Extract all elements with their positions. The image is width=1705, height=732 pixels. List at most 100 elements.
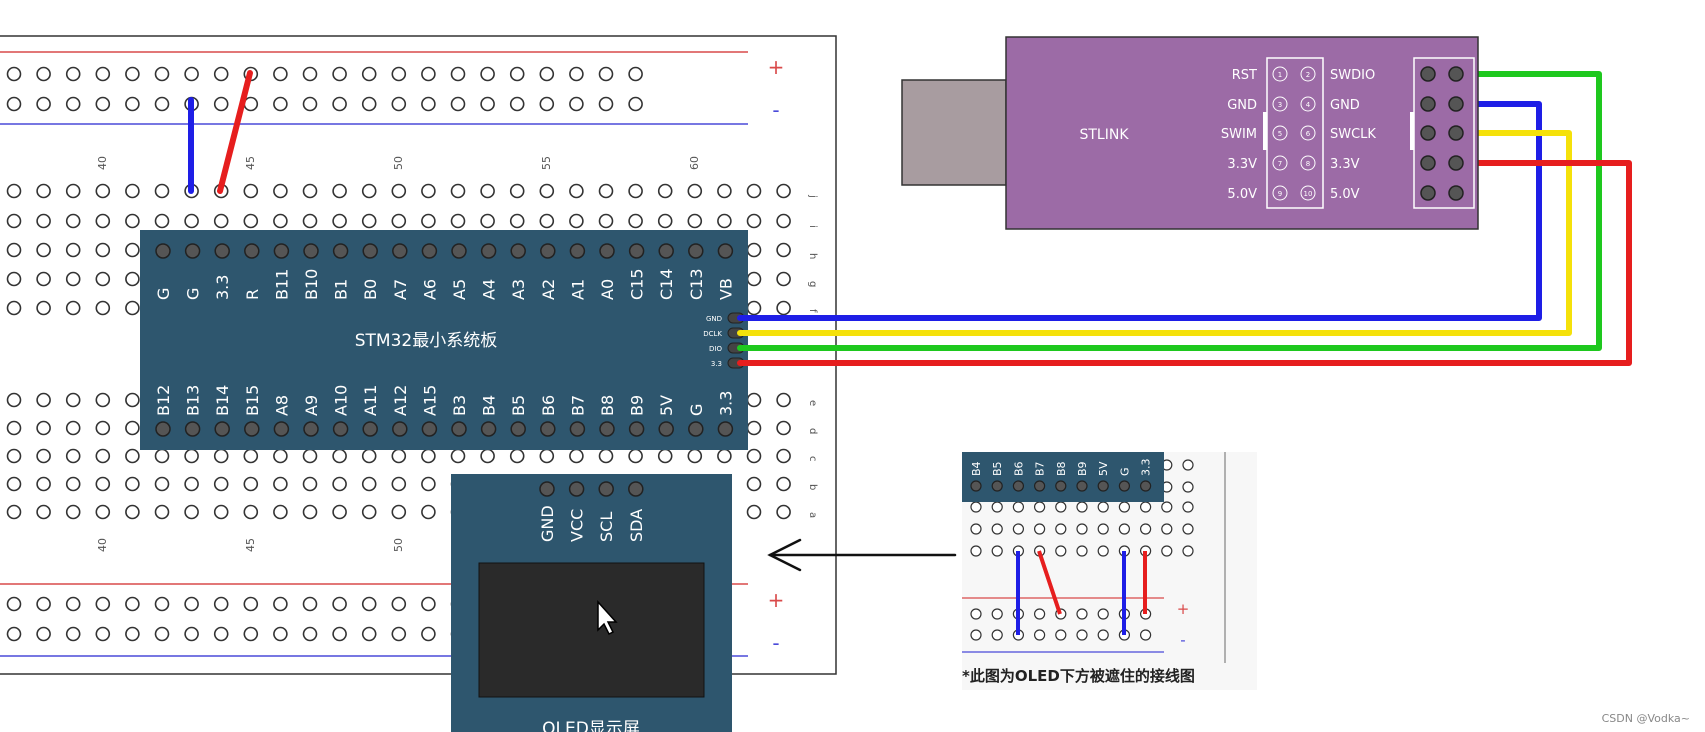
stm32-swd-pin-label: GND [706, 315, 722, 323]
inset-hole [1012, 501, 1025, 513]
breadboard-hole [509, 96, 525, 112]
breadboard-hole [36, 476, 51, 492]
stlink-pinout-box [1266, 57, 1324, 209]
breadboard-hole [628, 66, 643, 82]
stm32-pin-hole [421, 243, 438, 259]
column-number: 60 [688, 156, 701, 170]
stm32-pin-hole [184, 243, 201, 259]
usb-plug [901, 79, 1007, 186]
inset-rail-plus: + [1177, 600, 1190, 618]
stm32-pin-hole [392, 243, 408, 259]
stm32-pin-hole [510, 243, 526, 259]
breadboard-hole [243, 596, 259, 612]
oled-pin-label: VCC [568, 509, 587, 542]
stm32-swd-pin-label: 3.3 [711, 360, 722, 368]
breadboard-hole [65, 504, 81, 520]
stlink-pin-number: 6 [1306, 130, 1311, 138]
inset-hole [991, 629, 1003, 641]
breadboard-hole [628, 448, 643, 464]
stm32-pin-hole [184, 421, 201, 437]
stlink-pin-number: 8 [1306, 160, 1310, 168]
breadboard-hole [243, 626, 259, 642]
breadboard-hole [332, 96, 347, 112]
stm32-pin-hole [688, 243, 704, 259]
inset-hole [1033, 523, 1046, 535]
breadboard-hole [6, 300, 22, 316]
stm32-pin-hole [480, 243, 497, 259]
rail-minus-top: - [772, 98, 779, 122]
breadboard-hole [776, 392, 791, 408]
stm32-pin-label: B4 [480, 395, 499, 416]
inset-pin-hole [970, 480, 982, 492]
inset-hole [1012, 523, 1025, 535]
breadboard-hole [65, 271, 81, 287]
breadboard-hole [421, 596, 436, 612]
breadboard-hole [746, 300, 762, 316]
breadboard-hole [776, 242, 791, 258]
stm32-pin-label: B3 [450, 395, 469, 416]
breadboard-hole [569, 96, 584, 112]
breadboard-hole [657, 183, 673, 199]
stlink-pin-marker [1272, 185, 1288, 201]
inset-hole [1033, 501, 1046, 513]
rail-minus-bottom: - [772, 631, 779, 655]
row-letter: a [807, 512, 818, 518]
breadboard-hole [332, 596, 347, 612]
breadboard-hole [480, 96, 495, 112]
inset-hole [1097, 501, 1109, 513]
stm32-pin-label: G [687, 404, 706, 416]
breadboard-hole [746, 392, 762, 408]
column-number: 50 [392, 538, 405, 552]
breadboard-hole [332, 213, 347, 229]
inset-pin-label: B5 [991, 461, 1004, 476]
inset-hole [1139, 501, 1152, 513]
oled-pin-hole [598, 481, 614, 497]
stm32-pin-hole [717, 243, 734, 259]
breadboard-hole [391, 213, 407, 229]
breadboard-hole [125, 271, 140, 287]
breadboard-hole [95, 420, 111, 436]
breadboard-hole [391, 476, 407, 492]
breadboard-hole [391, 183, 407, 199]
breadboard-hole [36, 504, 51, 520]
breadboard-hole [154, 626, 170, 642]
inset-hole [1076, 501, 1088, 513]
stm32-pin-label: B6 [539, 395, 558, 416]
breadboard-hole [391, 66, 407, 82]
breadboard-hole [95, 300, 111, 316]
row-letter: i [807, 225, 818, 228]
inset-pin-label: B8 [1055, 461, 1068, 476]
inset-hole [1055, 545, 1067, 557]
stm32-pin-label: G [154, 288, 173, 300]
breadboard-hole [184, 213, 199, 229]
breadboard-hole [450, 213, 466, 229]
breadboard-hole [213, 96, 229, 112]
stlink-right-label: SWCLK [1330, 127, 1376, 142]
breadboard-hole [184, 66, 199, 82]
stm32-pin-hole [421, 421, 438, 437]
breadboard-hole [273, 96, 288, 112]
stm32-pin-hole [628, 421, 645, 437]
inset-hole [991, 608, 1003, 620]
column-number: 50 [392, 156, 405, 170]
breadboard-hole [65, 242, 81, 258]
breadboard-hole [302, 66, 318, 82]
breadboard-hole [391, 626, 407, 642]
arrow-icon [767, 538, 957, 572]
breadboard-hole [361, 96, 377, 112]
stm32-pin-hole [244, 243, 260, 259]
breadboard-hole [539, 96, 555, 112]
inset-hole [991, 545, 1003, 557]
stm32-pin-hole [717, 421, 734, 437]
breadboard-hole [450, 66, 466, 82]
breadboard-hole [421, 213, 436, 229]
breadboard-hole [243, 213, 259, 229]
breadboard-hole [361, 66, 377, 82]
breadboard-hole [95, 96, 111, 112]
stm32-pin-hole [480, 421, 497, 437]
stlink-pin-number: 2 [1306, 71, 1310, 79]
